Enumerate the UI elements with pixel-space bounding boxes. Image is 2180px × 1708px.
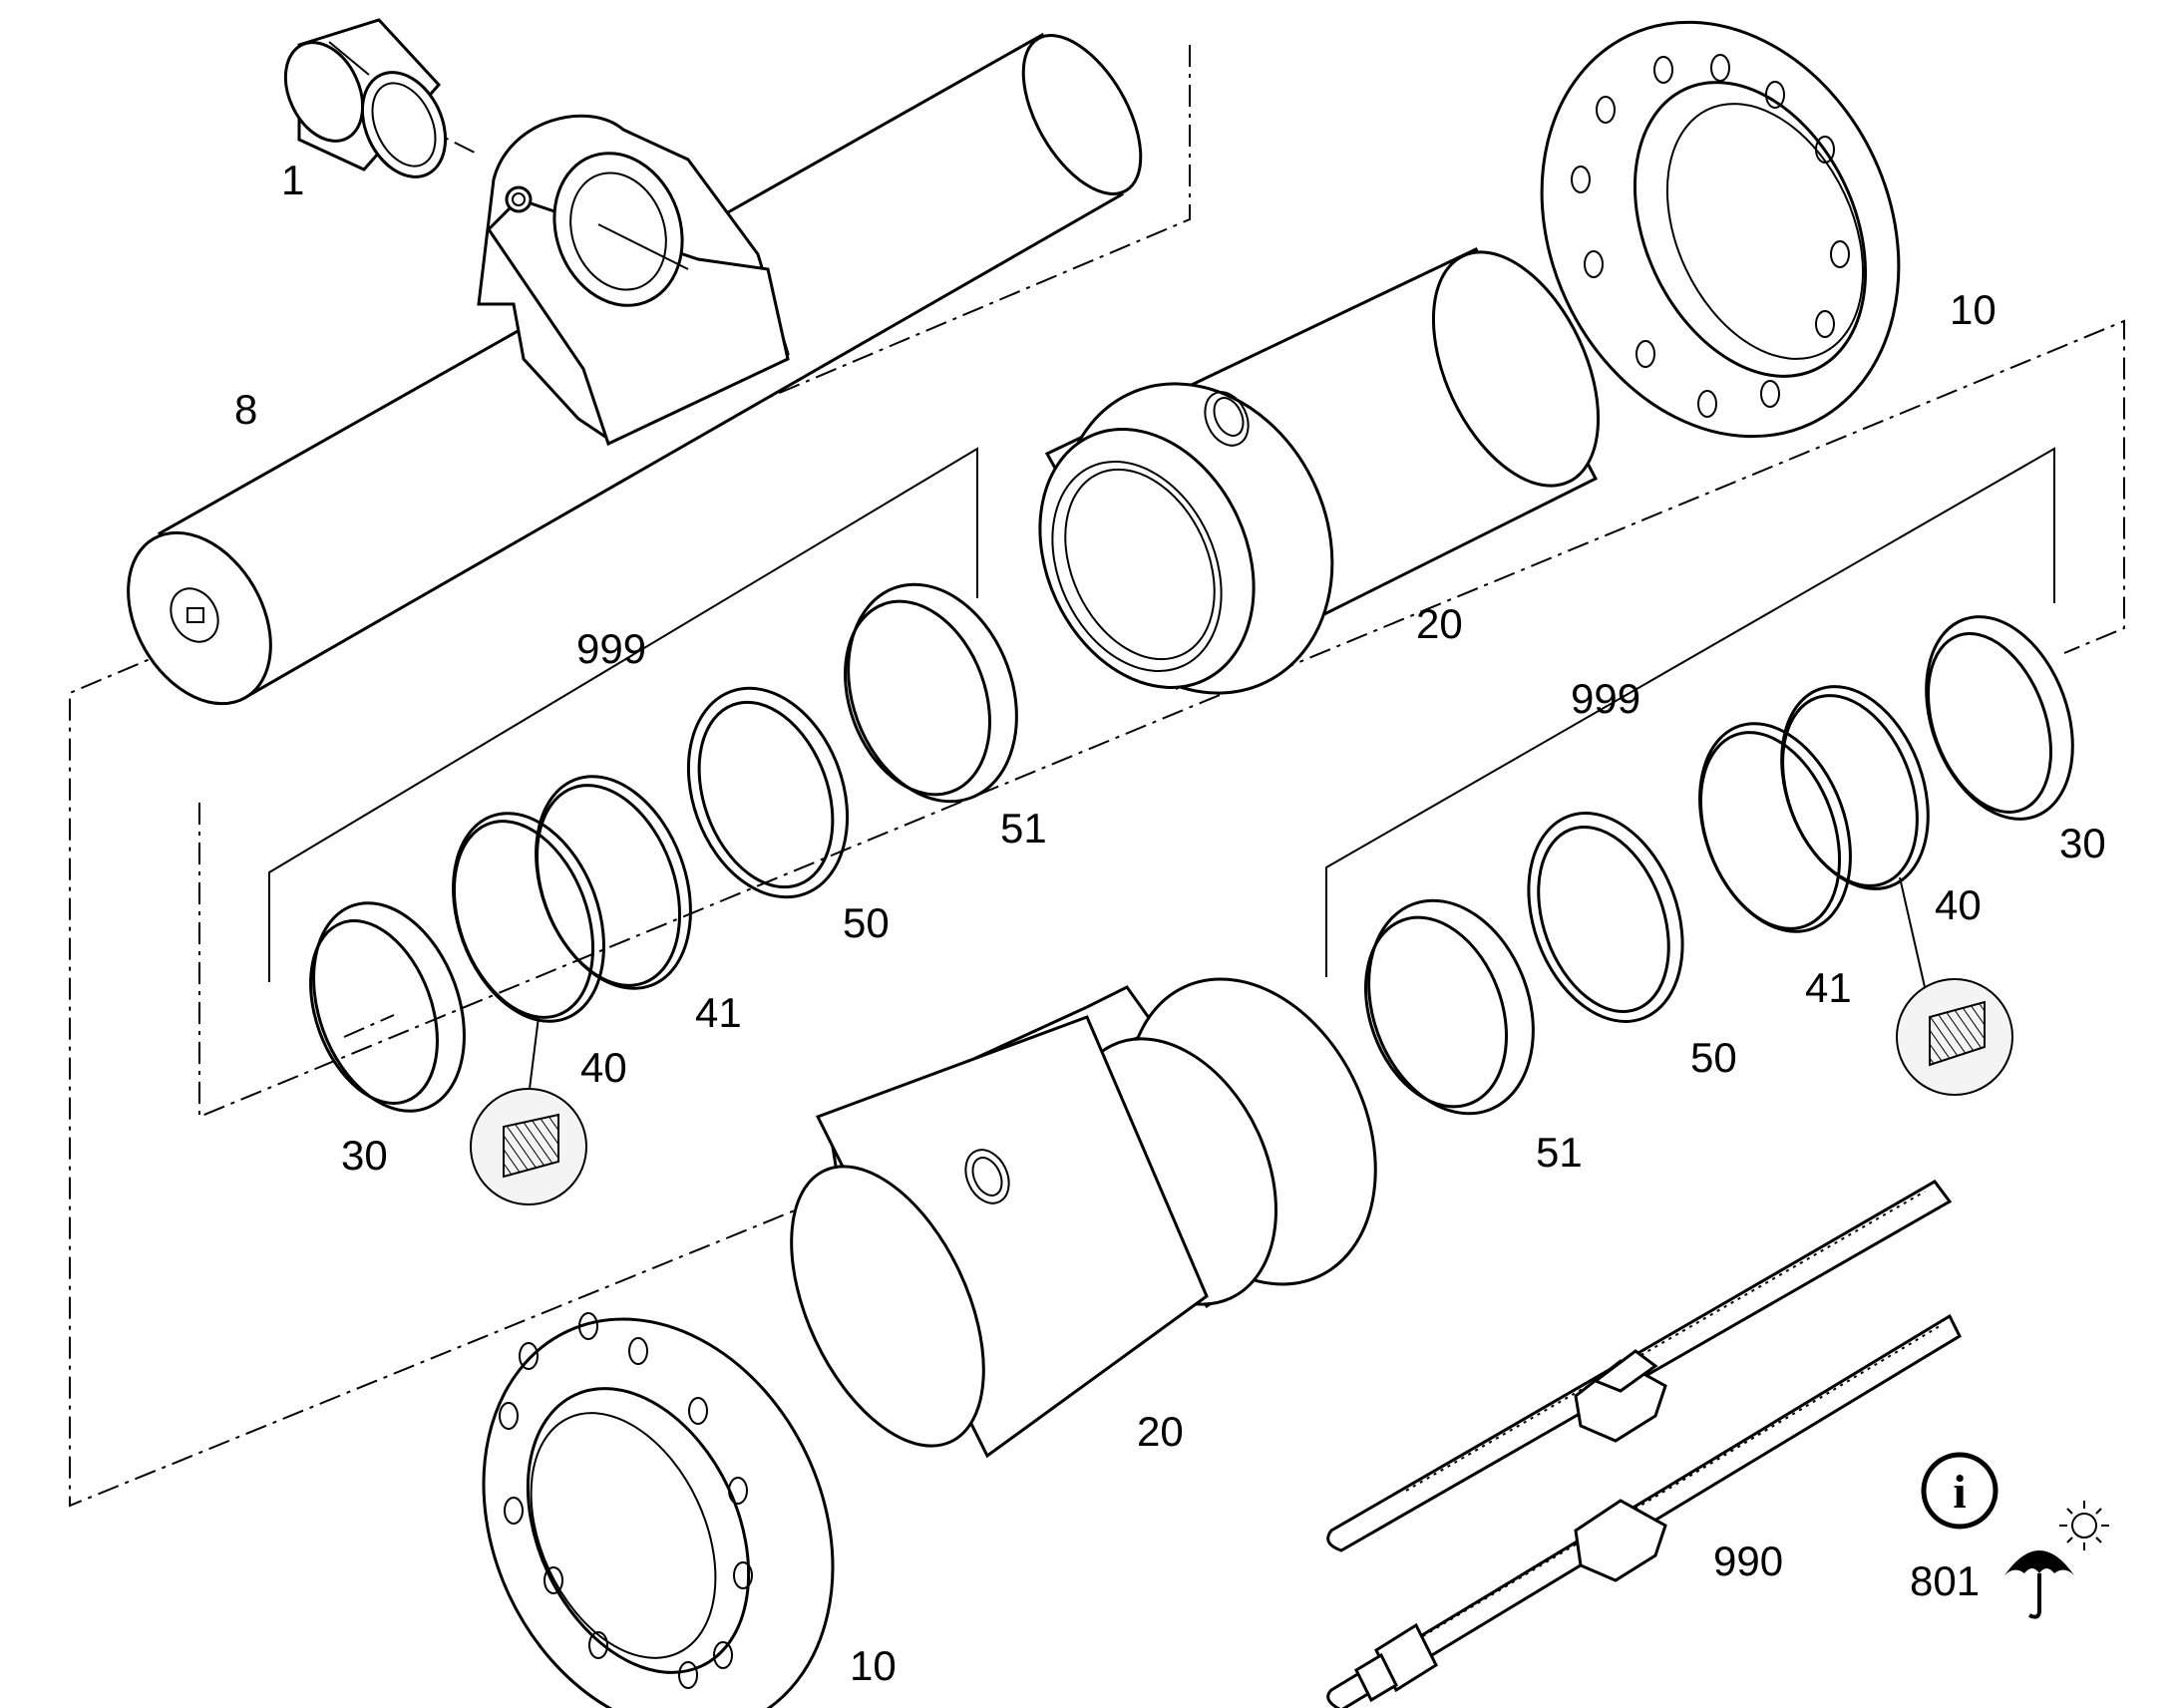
svg-text:i: i: [1953, 1466, 1966, 1519]
cylinder-part-8: [127, 32, 1143, 706]
wiper-part-30-left: [309, 901, 466, 1113]
seal-section-icon: [470, 1088, 587, 1205]
umbrella-icon: [2004, 1550, 2074, 1619]
threaded-rod-lower: [1326, 1313, 1962, 1708]
label-part-41-left: 41: [695, 989, 742, 1036]
flange-part-10-top: [1540, 20, 1901, 439]
gland-part-20-top: [1038, 247, 1601, 695]
label-801: 801: [1910, 1557, 1980, 1604]
label-part-50-right: 50: [1690, 1034, 1737, 1081]
label-part-10-top: 10: [1950, 286, 1997, 333]
ring-part-51-right: [1364, 898, 1535, 1116]
label-part-20-bottom: 20: [1137, 1408, 1184, 1455]
label-part-1: 1: [281, 157, 304, 203]
label-part-20-top: 20: [1416, 600, 1463, 647]
label-part-51-left: 51: [1000, 805, 1047, 852]
label-part-40-left: 40: [580, 1044, 627, 1091]
flange-bolt-holes-top: [1571, 54, 1850, 418]
ring-part-50-left: [686, 686, 850, 899]
sun-icon: [2059, 1501, 2109, 1550]
oring-part-41-left: [535, 775, 692, 990]
ring-part-40-left: [452, 812, 605, 1023]
tool-part-990: [1326, 1180, 1962, 1708]
label-part-51-right: 51: [1536, 1129, 1583, 1176]
label-part-30-right: 30: [2059, 820, 2106, 866]
ring-part-51-left: [844, 582, 1018, 804]
seal-kit-999-left: [268, 447, 1018, 1205]
flange-bolt-holes-bottom: [499, 1312, 753, 1689]
ring-part-50-right: [1527, 812, 1684, 1023]
ring-part-40-right: [1780, 685, 1930, 890]
label-part-41-right: 41: [1805, 964, 1852, 1011]
label-part-10-bottom: 10: [850, 1642, 897, 1689]
label-part-990: 990: [1713, 1537, 1783, 1584]
wiper-part-30-right: [1925, 615, 2074, 821]
seal-section-icon: [1896, 978, 2013, 1096]
info-icon: i: [1921, 1452, 1998, 1530]
bushing-part-1: [283, 18, 448, 178]
label-kit-999-left: 999: [576, 625, 646, 672]
label-part-50-left: 50: [843, 899, 890, 946]
seal-kit-999-right: [1325, 447, 2074, 1116]
label-part-40-right: 40: [1935, 881, 1982, 928]
oring-part-41-right: [1698, 722, 1852, 933]
label-part-8: 8: [234, 386, 257, 433]
callout-labels: 1 8 10 20 999 999 51 50 41 40 30 30 40 4…: [234, 157, 2106, 1689]
label-kit-999-right: 999: [1571, 675, 1640, 722]
label-part-30-left: 30: [341, 1132, 388, 1179]
flange-part-10-bottom: [482, 1312, 835, 1708]
gland-part-20-bottom: [790, 977, 1377, 1459]
threaded-rod-upper: [1326, 1180, 1953, 1552]
